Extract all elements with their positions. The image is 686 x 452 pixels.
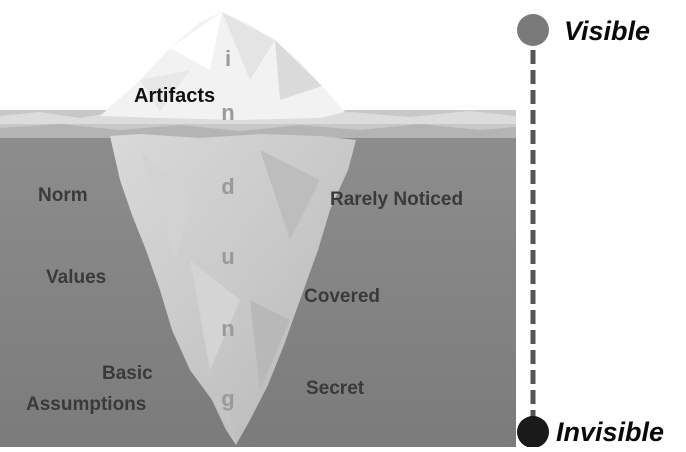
vertical-letter: d [218, 176, 238, 198]
scale-line [508, 0, 558, 447]
label-secret: Secret [306, 379, 364, 398]
label-invisible: Invisible [556, 419, 664, 446]
label-artifacts: Artifacts [134, 86, 215, 106]
label-covered: Covered [304, 287, 380, 306]
label-visible: Visible [564, 18, 650, 45]
label-norm: Norm [38, 186, 88, 205]
vertical-letter: g [218, 388, 238, 410]
label-basic: Basic [102, 364, 153, 383]
vertical-letter: u [218, 246, 238, 268]
label-assumptions: Assumptions [26, 395, 146, 414]
iceberg-illustration [0, 0, 516, 447]
label-values: Values [46, 268, 106, 287]
label-rarely-noticed: Rarely Noticed [330, 190, 463, 209]
iceberg-scene: i n d u n g Artifacts Norm Values Basic … [0, 0, 516, 447]
invisible-dot-icon [517, 416, 549, 447]
visible-dot-icon [517, 14, 549, 46]
vertical-letter: n [218, 102, 238, 124]
vertical-letter: n [218, 318, 238, 340]
vertical-letter: i [218, 48, 238, 70]
